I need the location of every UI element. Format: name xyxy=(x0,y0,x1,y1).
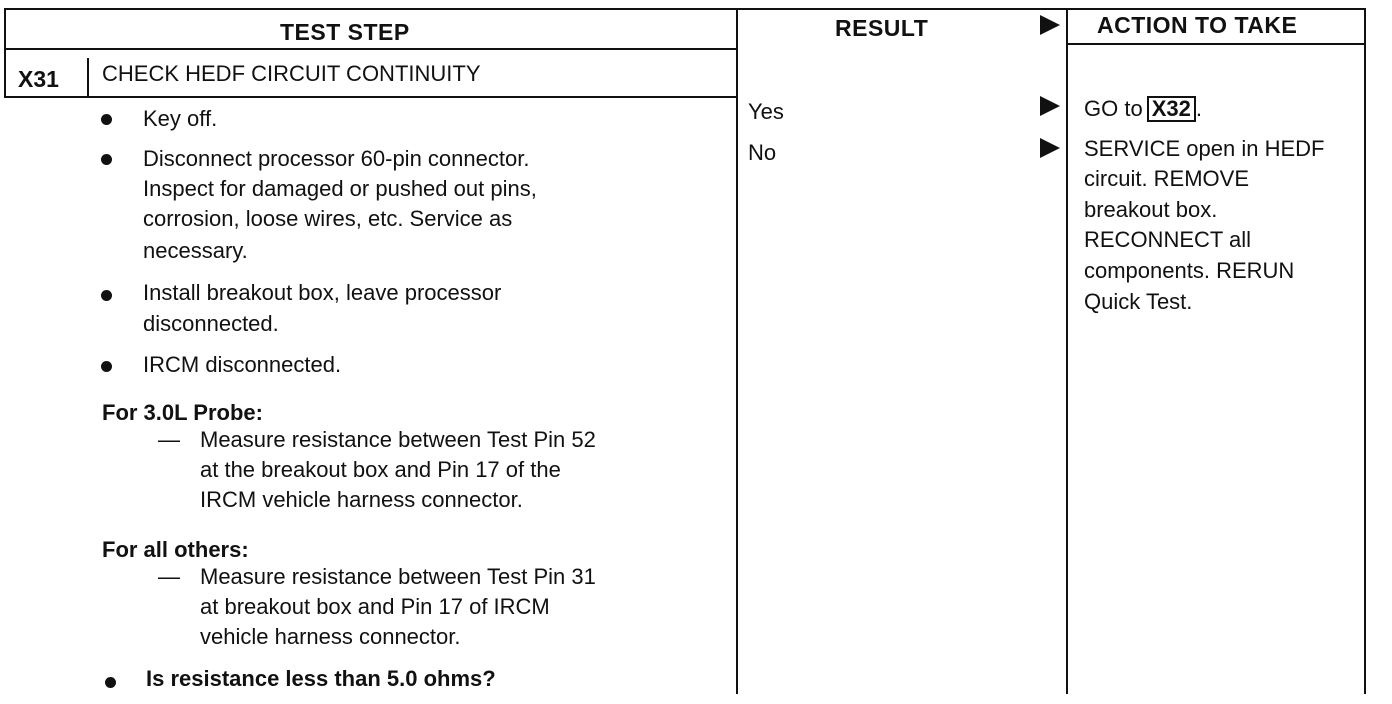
bullet-icon xyxy=(101,154,112,165)
bullet-icon xyxy=(101,114,112,125)
probe-instruction-line1: Measure resistance between Test Pin 52 xyxy=(200,427,596,452)
instruction-key-off: Key off. xyxy=(143,106,218,131)
action-no-line4: RECONNECT all xyxy=(1084,227,1252,252)
action-yes-suffix: . xyxy=(1195,96,1202,121)
bullet-icon xyxy=(101,290,112,301)
step-id-right-border xyxy=(87,58,89,98)
action-no-line5: components. RERUN xyxy=(1084,258,1295,283)
probe-dash: — xyxy=(158,427,180,452)
action-no-line6: Quick Test. xyxy=(1084,289,1193,314)
instruction-disconnect-line2: Inspect for damaged or pushed out pins, xyxy=(143,176,537,201)
instruction-install-line2: disconnected. xyxy=(143,311,279,336)
result-header: RESULT xyxy=(835,15,929,41)
header-arrow-icon xyxy=(1040,15,1060,35)
bullet-icon xyxy=(101,361,112,372)
action-header-bottom-border xyxy=(1066,43,1366,45)
table-top-border xyxy=(4,8,1366,10)
probe-heading: For 3.0L Probe: xyxy=(102,400,263,425)
instruction-disconnect-line3: corrosion, loose wires, etc. Service as xyxy=(143,206,513,231)
action-no-line1: SERVICE open in HEDF xyxy=(1084,136,1325,161)
others-instruction-line2: at breakout box and Pin 17 of IRCM xyxy=(200,594,550,619)
result-yes: Yes xyxy=(748,99,784,124)
instruction-disconnect-line1: Disconnect processor 60-pin connector. xyxy=(143,146,530,171)
step-title: CHECK HEDF CIRCUIT CONTINUITY xyxy=(102,61,481,86)
goto-step-ref: X32 xyxy=(1146,96,1196,122)
others-heading: For all others: xyxy=(102,537,249,562)
others-instruction-line3: vehicle harness connector. xyxy=(200,624,461,649)
header-bottom-border xyxy=(4,48,738,50)
others-instruction-line1: Measure resistance between Test Pin 31 xyxy=(200,564,596,589)
no-arrow-icon xyxy=(1040,138,1060,158)
step-id: X31 xyxy=(18,66,59,92)
instruction-install-line1: Install breakout box, leave processor xyxy=(143,280,502,305)
instruction-ircm-disconnected: IRCM disconnected. xyxy=(143,352,342,377)
probe-instruction-line3: IRCM vehicle harness connector. xyxy=(200,487,523,512)
result-right-border xyxy=(1066,8,1068,694)
bullet-icon xyxy=(105,677,116,688)
test-step-header: TEST STEP xyxy=(280,19,410,45)
others-dash: — xyxy=(158,564,180,589)
action-header: ACTION TO TAKE xyxy=(1097,12,1298,38)
question-text: Is resistance less than 5.0 ohms? xyxy=(146,666,496,691)
instruction-disconnect-line4: necessary. xyxy=(143,238,248,263)
action-yes-prefix: GO to xyxy=(1084,96,1143,121)
action-no-line3: breakout box. xyxy=(1084,197,1218,222)
table-right-border xyxy=(1364,8,1366,694)
probe-instruction-line2: at the breakout box and Pin 17 of the xyxy=(200,457,561,482)
test-step-right-border xyxy=(736,8,738,694)
table-left-border xyxy=(4,8,6,58)
step-row-bottom-border xyxy=(4,96,738,98)
action-no-line2: circuit. REMOVE xyxy=(1084,166,1250,191)
yes-arrow-icon xyxy=(1040,96,1060,116)
result-no: No xyxy=(748,140,777,165)
step-id-left-border xyxy=(4,58,6,98)
